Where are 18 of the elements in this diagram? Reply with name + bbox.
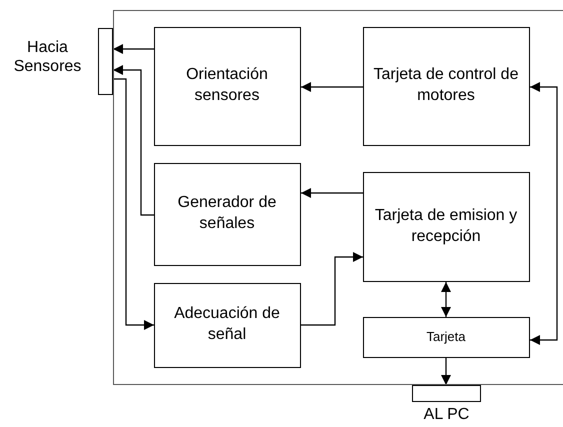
arrow (441, 282, 451, 317)
arrow (301, 82, 363, 92)
arrow (113, 65, 154, 216)
arrow (301, 252, 363, 326)
block-box: Generador de señales (154, 162, 300, 266)
block-box: Tarjeta de emision y recepción (362, 172, 530, 282)
block-box: Tarjeta de control de motores (362, 26, 530, 146)
arrow (113, 44, 154, 54)
block-box: Tarjeta (362, 316, 530, 358)
arrow (301, 188, 363, 198)
block-box: Adecuación de señal (154, 282, 300, 368)
arrow (113, 78, 154, 330)
arrow (530, 82, 558, 345)
block-box: Orientación sensores (154, 26, 300, 146)
arrow (441, 358, 451, 385)
port-label: Hacia Sensores (12, 38, 82, 76)
enclosure-frame (113, 10, 563, 385)
port-label: AL PC (422, 405, 470, 424)
